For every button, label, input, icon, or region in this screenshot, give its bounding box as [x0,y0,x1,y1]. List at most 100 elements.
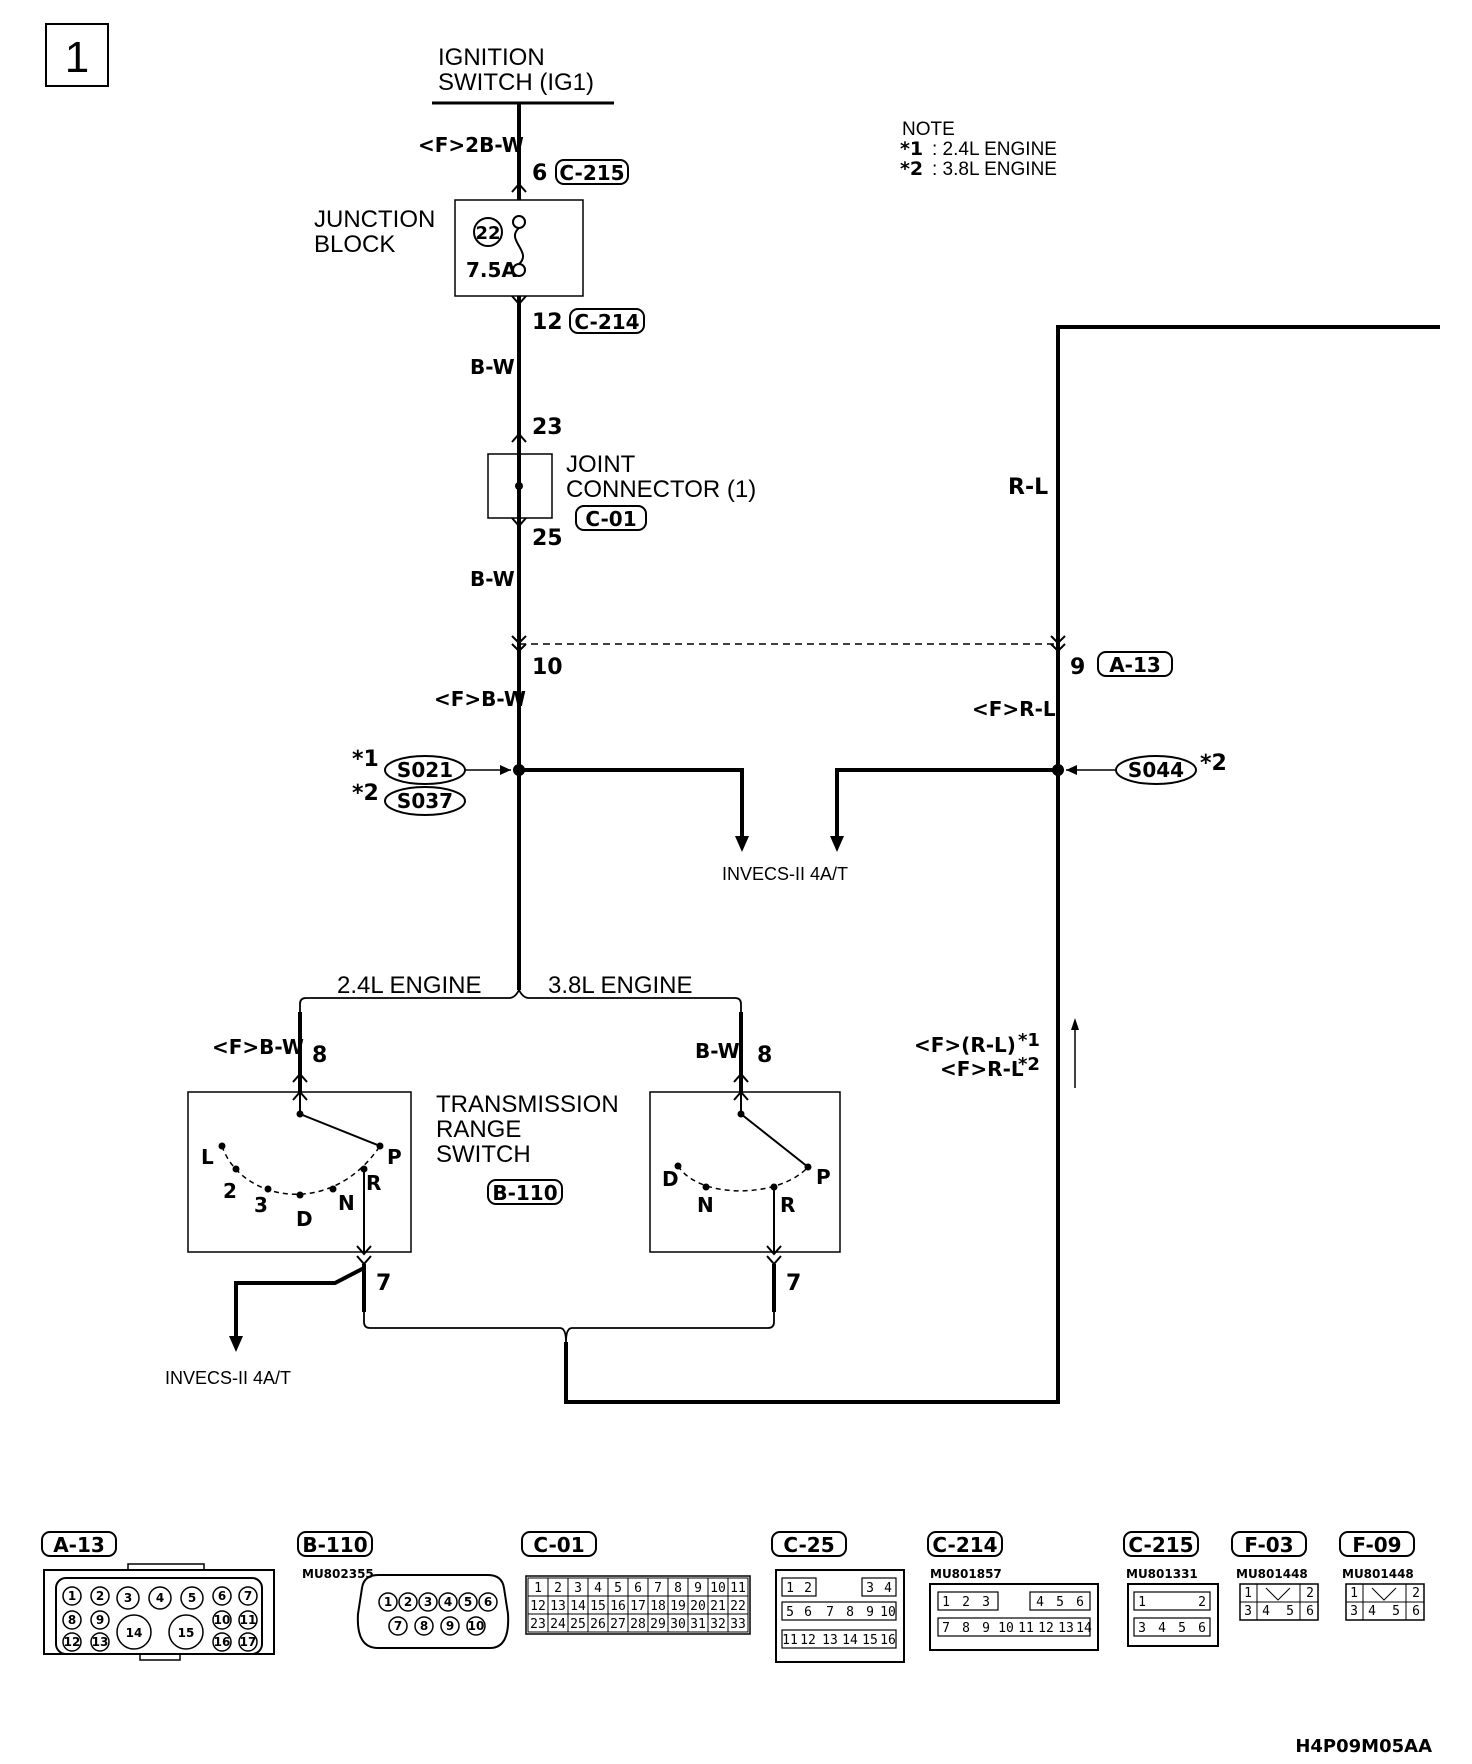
svg-text:3: 3 [1244,1604,1252,1619]
variant-label-24: 2.4L ENGINE [337,972,482,999]
trs-right-pos-R: R [780,1193,795,1217]
conn-c01-pin: 21 [710,1599,726,1614]
conn-c01-pin: 29 [650,1617,666,1632]
c01-tag [575,505,647,531]
svg-text:11: 11 [1018,1621,1034,1636]
pin-8-left: 8 [312,1043,327,1068]
trs-left-pos-3: 3 [254,1193,268,1217]
fuse-number: 22 [475,223,500,244]
variant-label-38: 3.8L ENGINE [548,972,693,999]
variant-bracket [299,987,742,1012]
page-number-box [45,23,109,87]
wire-color-bw-right: B-W [695,1039,740,1063]
svg-text:5: 5 [1056,1595,1064,1610]
conn-c01-pin: 14 [570,1599,586,1614]
svg-text:8: 8 [420,1619,428,1633]
svg-text:9: 9 [446,1619,454,1633]
conn-c01-pin: 22 [730,1599,746,1614]
conn-a13-name: A-13 [53,1533,105,1557]
trs-right-dot [702,1183,710,1191]
c214-tag [569,308,645,334]
svg-text:13: 13 [822,1633,838,1648]
direction-arrow-head [1071,1018,1079,1030]
conn-c01-pin: 9 [694,1581,702,1596]
splice-s044: S044 [1128,758,1184,782]
svg-text:5: 5 [464,1595,472,1609]
conn-c01-pin: 24 [550,1617,566,1632]
wire-color-bw-1: B-W [470,355,515,379]
trs-label-1: TRANSMISSION [436,1091,619,1118]
svg-text:8: 8 [846,1605,854,1620]
trs-right-contact-arm [740,1113,809,1168]
svg-text:4: 4 [1368,1604,1376,1619]
conn-c01-pin: 8 [674,1581,682,1596]
svg-text:4: 4 [1158,1621,1166,1636]
trs-left-box [187,1091,412,1253]
conn-c01-pin: 3 [574,1581,582,1596]
invecs-label-bottom: INVECS-II 4A/T [165,1368,291,1388]
svg-text:13: 13 [92,1635,109,1649]
conn-c01-pin: 5 [614,1581,622,1596]
svg-text:12: 12 [64,1635,81,1649]
pin-7-right: 7 [786,1271,801,1296]
conn-c01-pin: 28 [630,1617,646,1632]
star-1-right: *1 [1018,1030,1040,1051]
svg-text:3: 3 [424,1595,432,1609]
svg-text:4: 4 [1036,1595,1044,1610]
conn-c01-pin: 12 [530,1599,546,1614]
connector-chevron [733,1072,749,1083]
svg-text:6: 6 [484,1595,492,1609]
c215-tag-label: C-215 [559,161,624,185]
note-mark-2: *2 [900,158,923,180]
b110-tag [487,1179,563,1205]
svg-text:6: 6 [1306,1604,1314,1619]
svg-text:9: 9 [982,1621,990,1636]
connector-chevron [511,635,527,645]
conn-f03-name: F-03 [1244,1533,1293,1557]
connector-chevron [511,182,527,193]
ignition-label-2: SWITCH (IG1) [438,69,594,96]
svg-text:10: 10 [880,1605,896,1620]
svg-text:1: 1 [1138,1595,1146,1610]
trs-label-3: SWITCH [436,1141,531,1168]
conn-c01-pin: 19 [670,1599,686,1614]
wire-color-f-bw: <F>B-W [434,687,526,711]
c215-tag [555,159,629,185]
pin-23: 23 [532,415,563,440]
wire-color-rl: R-L [1008,475,1048,500]
connector-chevron [511,295,527,306]
trs-left-arc [221,1145,381,1195]
svg-text:3: 3 [1350,1604,1358,1619]
svg-text:8: 8 [962,1621,970,1636]
svg-text:2: 2 [96,1589,104,1603]
svg-text:4: 4 [1262,1604,1270,1619]
star-2-right: *2 [1200,751,1227,776]
wire-color-f-rl: <F>R-L [972,697,1056,721]
trs-left-invecs-wire [234,1266,365,1340]
svg-text:3: 3 [866,1581,874,1596]
svg-text:5: 5 [1178,1621,1186,1636]
joint-dot [515,482,523,490]
svg-text:1: 1 [786,1581,794,1596]
svg-text:2: 2 [1198,1595,1206,1610]
connector-chevron [511,517,527,528]
c214-tag-label: C-214 [574,310,639,334]
connector-chevron [766,1245,782,1256]
svg-text:16: 16 [214,1635,231,1649]
trs-right-arc [677,1165,809,1192]
svg-text:4: 4 [444,1595,452,1609]
conn-c01-pin: 32 [710,1617,726,1632]
svg-text:3: 3 [982,1595,990,1610]
trs-left-pos-R: R [366,1171,381,1195]
connector-chevron [356,1245,372,1256]
conn-c215-part: MU801331 [1126,1567,1198,1581]
trs-left-pos-D: D [296,1207,313,1231]
svg-text:4: 4 [884,1581,892,1596]
c01-tag-label: C-01 [585,507,636,531]
conn-f03-part: MU801448 [1236,1567,1308,1581]
svg-text:1: 1 [1350,1586,1358,1601]
